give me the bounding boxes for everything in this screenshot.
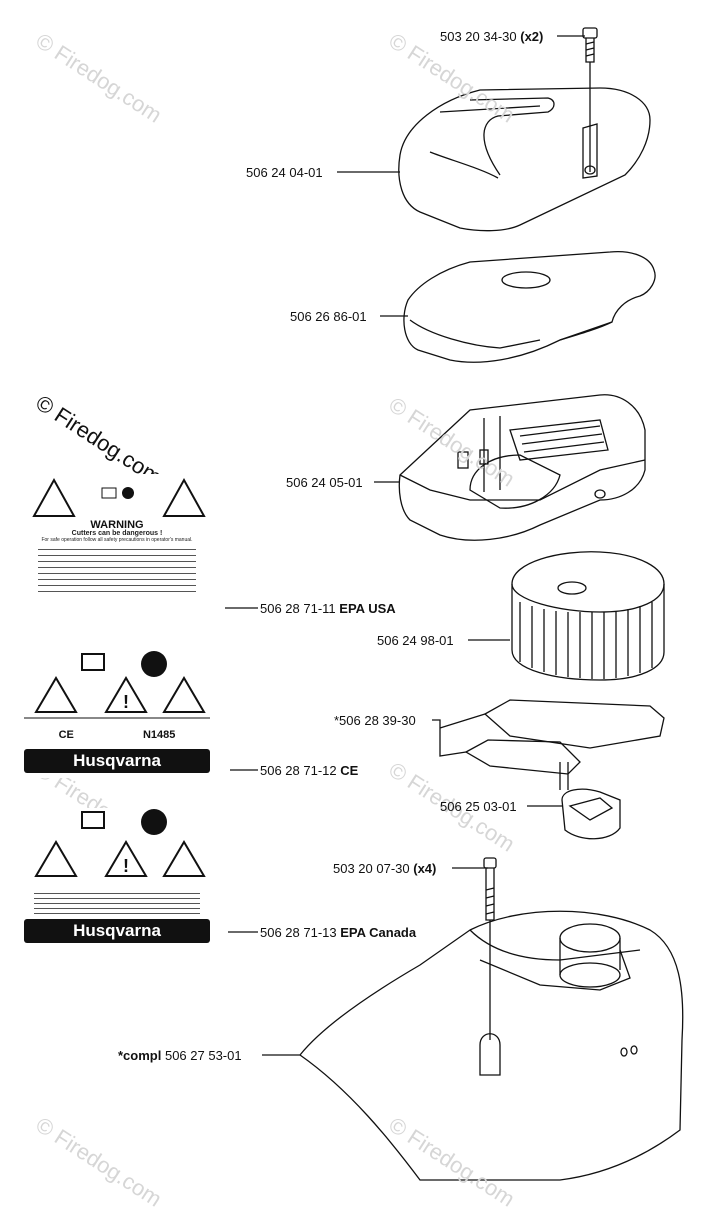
decal-subtitle: Cutters can be dangerous ! — [71, 530, 163, 537]
label-rubber-seal: 506 25 03-01 — [440, 799, 517, 814]
label-filter-holder: 506 24 05-01 — [286, 475, 363, 490]
decal-ce: ! CE N1485 Husqvarna — [24, 648, 210, 778]
filter-pad-drawing — [403, 250, 656, 363]
label-filter-pad: 506 26 86-01 — [290, 309, 367, 324]
cover-drawing — [398, 87, 651, 232]
husqvarna-bar-ce: Husqvarna — [24, 749, 210, 773]
rubber-seal-drawing — [561, 788, 621, 840]
decal-fine-print — [38, 547, 196, 595]
decal-epa-usa: WARNING Cutters can be dangerous ! For s… — [24, 474, 210, 620]
screw-top-drawing — [582, 27, 598, 172]
decal-epa-canada: ! Husqvarna — [24, 808, 210, 943]
label-cover: 506 24 04-01 — [246, 165, 323, 180]
label-air-filter: 506 24 98-01 — [377, 633, 454, 648]
n1485-mark: N1485 — [142, 729, 176, 741]
label-base: *compl 506 27 53-01 — [118, 1048, 242, 1063]
warning-triangles — [32, 477, 206, 517]
svg-text:!: ! — [123, 856, 129, 876]
base-drawing — [299, 910, 684, 1181]
label-decal-usa: 506 28 71-11 EPA USA — [260, 601, 396, 616]
decal-fine-print — [34, 891, 200, 915]
husqvarna-bar-canada: Husqvarna — [24, 919, 210, 943]
label-decal-ce: 506 28 71-12 CE — [260, 763, 359, 778]
screw-bottom-drawing — [483, 857, 497, 1040]
label-decal-canada: 506 28 71-13 EPA Canada — [260, 925, 417, 940]
filter-holder-drawing — [398, 394, 646, 541]
decal-subtitle2: For safe operation follow all safety pre… — [41, 537, 193, 543]
decal-warning-title: WARNING — [90, 519, 144, 531]
label-gasket: *506 28 39-30 — [334, 713, 416, 728]
leader-gasket — [432, 713, 486, 757]
ce-decal-icons: ! — [24, 651, 210, 719]
svg-text:!: ! — [123, 692, 129, 712]
gasket-drawing — [464, 699, 665, 790]
air-filter-drawing — [511, 551, 665, 681]
canada-decal-icons: ! — [34, 809, 206, 877]
label-screw-top: 503 20 34-30 (x2) — [440, 29, 544, 44]
label-screw-bottom: 503 20 07-30 (x4) — [333, 861, 437, 876]
ce-mark: CE — [58, 729, 74, 741]
